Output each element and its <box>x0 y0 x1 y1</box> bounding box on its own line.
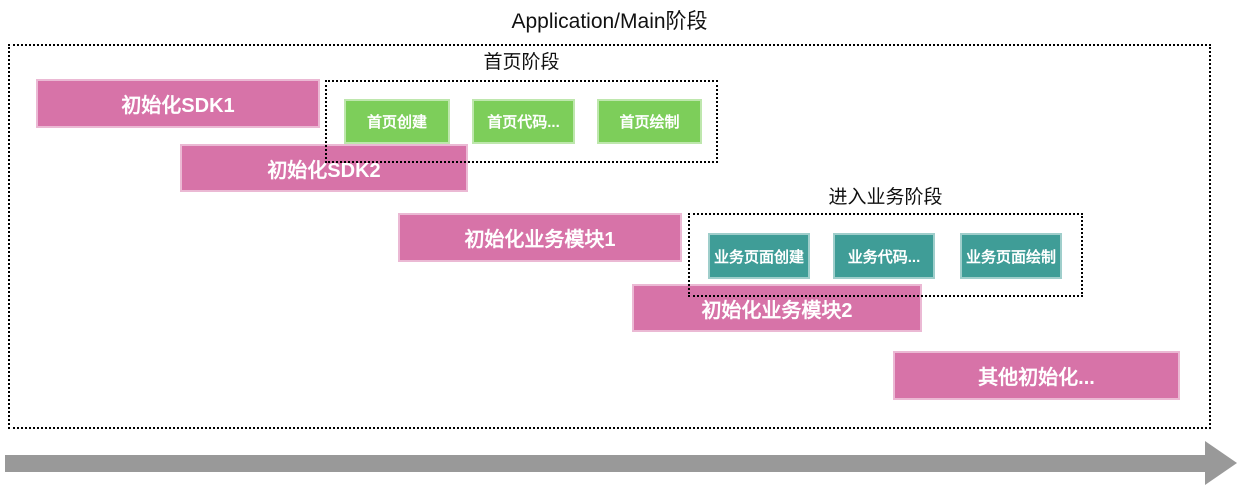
timeline-arrow-head-icon <box>1205 441 1237 485</box>
timeline-arrow-shaft <box>5 455 1206 472</box>
home-phase-label: 首页阶段 <box>483 52 560 73</box>
task-home-page-create: 首页创建 <box>344 99 450 144</box>
task-business-page-create: 业务页面创建 <box>708 233 810 279</box>
bar-init-sdk2: 初始化SDK2 <box>180 144 468 192</box>
diagram-title: Application/Main阶段 <box>511 10 708 33</box>
task-business-code: 业务代码... <box>833 233 935 279</box>
task-home-page-code: 首页代码... <box>472 99 575 144</box>
bar-init-business-module2: 初始化业务模块2 <box>632 284 922 332</box>
bar-init-business-module1: 初始化业务模块1 <box>398 213 682 262</box>
business-phase-label: 进入业务阶段 <box>828 187 943 208</box>
task-business-page-draw: 业务页面绘制 <box>960 233 1062 279</box>
task-home-page-draw: 首页绘制 <box>597 99 702 144</box>
bar-init-sdk1: 初始化SDK1 <box>36 79 320 128</box>
bar-other-init: 其他初始化... <box>893 351 1180 400</box>
